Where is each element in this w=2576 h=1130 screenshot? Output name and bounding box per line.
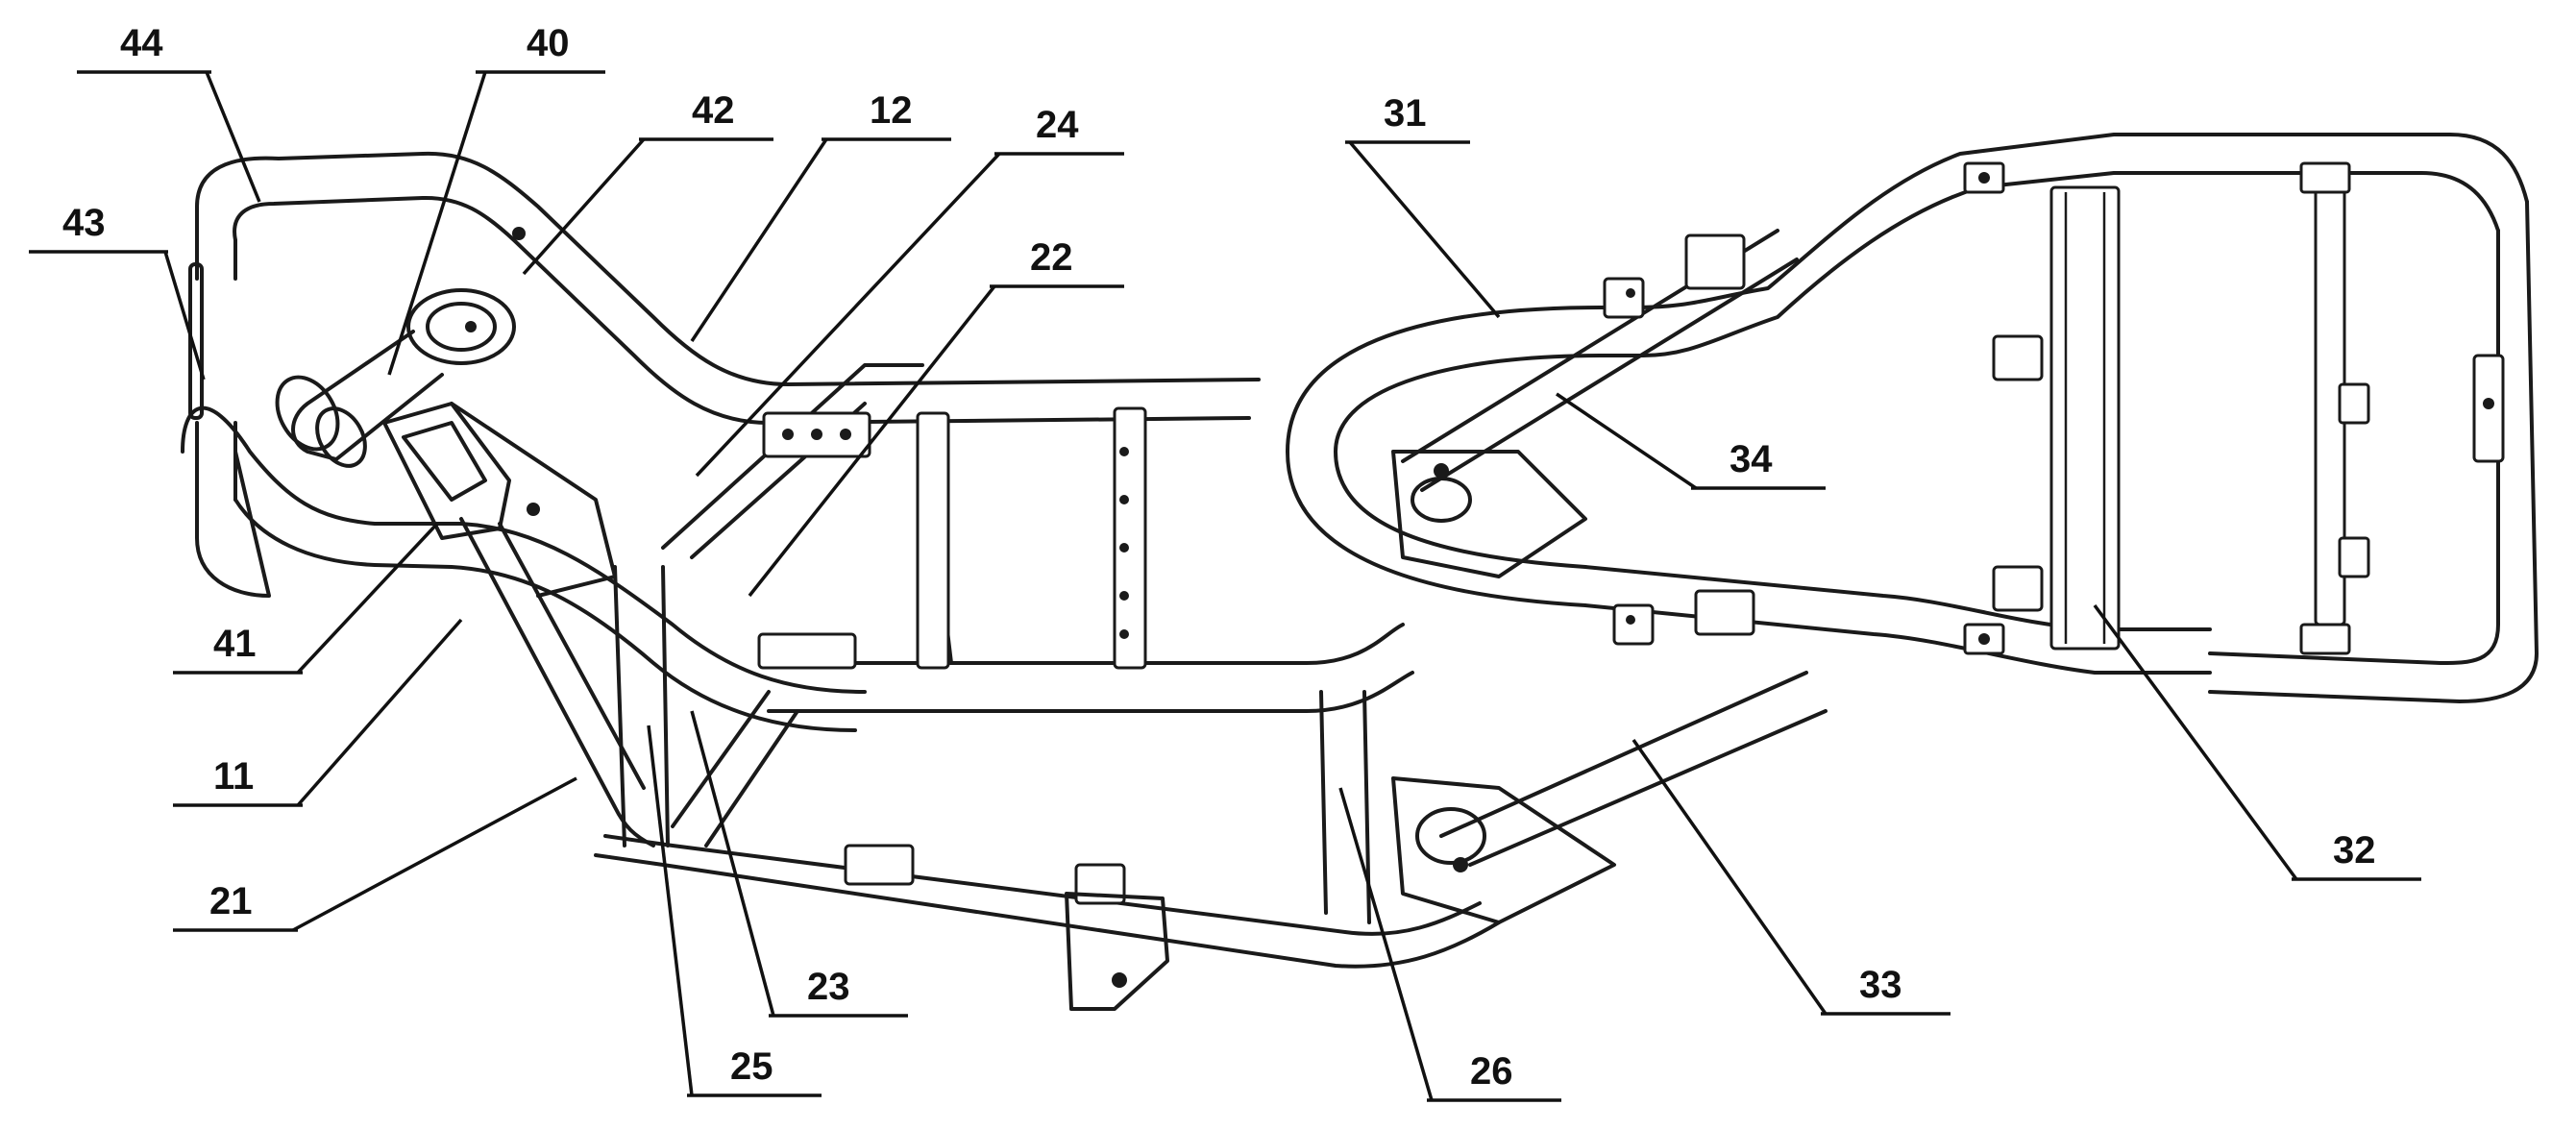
leader-25 (649, 725, 692, 1095)
callout-34: 34 (1730, 438, 1773, 480)
leader-42 (524, 139, 644, 274)
frame-drawing (183, 135, 2537, 1009)
callout-40: 40 (527, 22, 570, 64)
callout-44: 44 (120, 22, 163, 64)
leader-31 (1350, 142, 1499, 317)
leader-44 (207, 72, 259, 202)
callout-32: 32 (2333, 829, 2376, 872)
callout-23: 23 (807, 966, 850, 1008)
leader-33 (1633, 740, 1826, 1014)
leader-12 (692, 139, 826, 341)
leader-23 (692, 711, 773, 1016)
leader-34 (1557, 394, 1696, 488)
callout-26: 26 (1470, 1050, 1513, 1093)
callout-43: 43 (62, 202, 106, 244)
callout-33: 33 (1859, 964, 1902, 1006)
leader-41 (298, 524, 437, 673)
callout-24: 24 (1036, 104, 1079, 146)
callout-25: 25 (730, 1045, 773, 1088)
callout-22: 22 (1030, 236, 1073, 279)
leader-32 (2095, 605, 2296, 879)
callout-12: 12 (870, 89, 913, 132)
callout-41: 41 (213, 623, 257, 665)
callout-21: 21 (209, 880, 253, 922)
leader-21 (293, 778, 577, 930)
callout-11: 11 (213, 755, 254, 798)
callout-42: 42 (692, 89, 735, 132)
callout-31: 31 (1384, 92, 1427, 135)
